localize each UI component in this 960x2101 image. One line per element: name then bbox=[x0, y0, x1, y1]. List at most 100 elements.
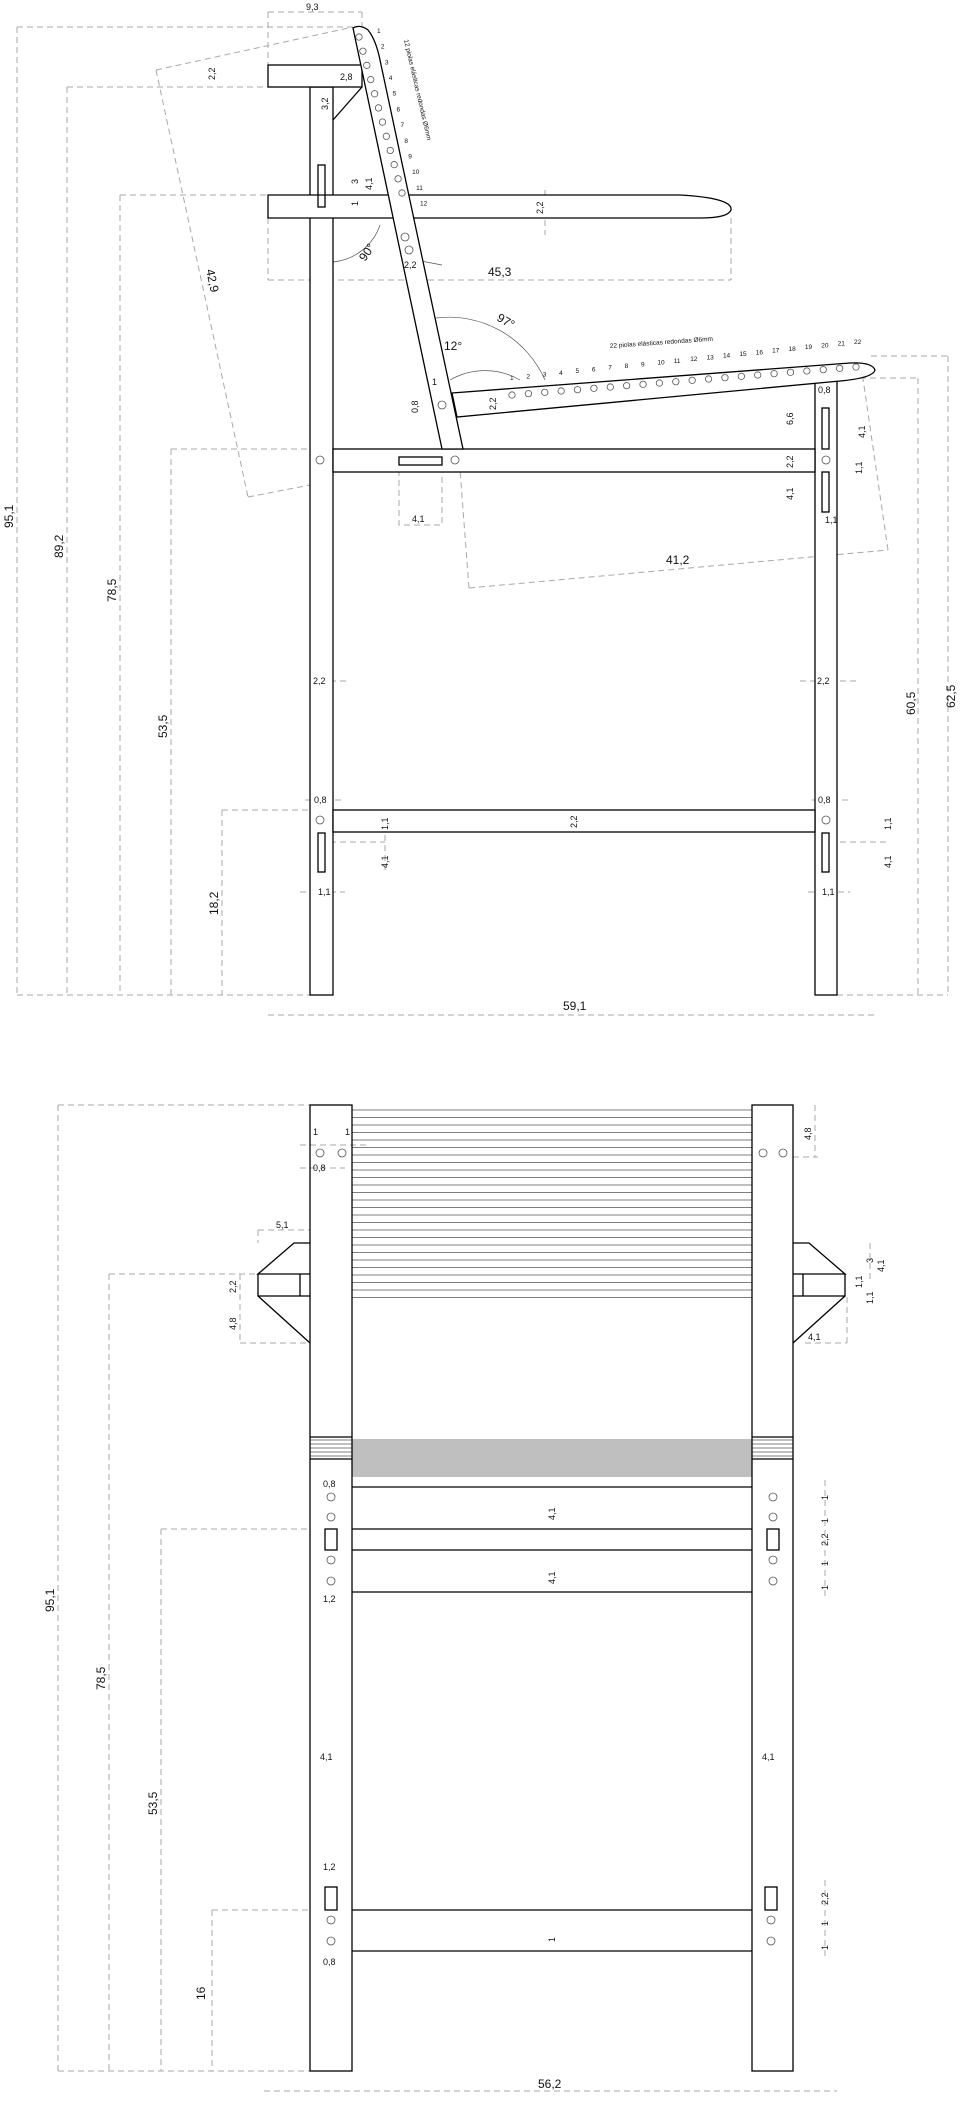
dim-label: 42,9 bbox=[203, 268, 222, 294]
lower-rail bbox=[332, 809, 816, 833]
slot bbox=[764, 1886, 778, 1911]
cord-hole bbox=[639, 380, 647, 388]
cord-hole bbox=[672, 378, 680, 386]
cord-number: 22 bbox=[854, 339, 862, 346]
dim-label: 4,1 bbox=[547, 1507, 557, 1520]
dim-label: 2,2 bbox=[207, 67, 217, 80]
dim-label: 1,1 bbox=[822, 887, 835, 897]
cord-number: 2 bbox=[526, 373, 530, 380]
dim-label: 53,5 bbox=[146, 1791, 160, 1815]
dim-label: 95,1 bbox=[43, 1588, 57, 1612]
dim-label: 1,1 bbox=[854, 461, 864, 474]
cord-hole bbox=[363, 61, 371, 69]
cord-number: 13 bbox=[707, 354, 715, 361]
cord-hole bbox=[371, 90, 379, 98]
cord-hole bbox=[655, 379, 664, 387]
armrest bbox=[267, 194, 732, 219]
dim-label: 78,5 bbox=[105, 578, 119, 602]
dim-label: 5,1 bbox=[276, 1220, 289, 1230]
cord-number: 10 bbox=[412, 169, 420, 176]
right-post bbox=[751, 1104, 794, 2072]
cord-number: 8 bbox=[625, 363, 629, 370]
cord-hole bbox=[557, 387, 565, 395]
dim-label: 1,1 bbox=[854, 1275, 864, 1288]
dim-label: 6,6 bbox=[785, 412, 795, 425]
dim-label: 2,2 bbox=[569, 815, 579, 828]
cord-number: 21 bbox=[838, 341, 846, 348]
chair-side-parts bbox=[267, 25, 876, 996]
dim-label: 3 bbox=[350, 179, 360, 184]
cord-hole bbox=[378, 118, 387, 126]
cord-hole bbox=[374, 104, 383, 112]
cord-hole bbox=[359, 47, 367, 55]
cord-number: 7 bbox=[608, 365, 612, 372]
slot bbox=[324, 1528, 338, 1551]
front-view: 1 1 0,8 4,8 5,1 2,2 4,8 3 4,1 1,1 1,1 4,… bbox=[43, 1104, 886, 2092]
dim-label: 16 bbox=[194, 1986, 208, 2000]
cord-number: 11 bbox=[674, 358, 681, 365]
dim-label: 4,1 bbox=[876, 1259, 886, 1272]
cord-number: 12 bbox=[420, 201, 428, 208]
cord-hole bbox=[836, 364, 844, 372]
cord-hole bbox=[382, 132, 390, 140]
dim-label: 0,8 bbox=[323, 1479, 336, 1489]
dim-label: 4,1 bbox=[857, 425, 867, 438]
cord-hole bbox=[390, 161, 398, 169]
dimension-lines bbox=[16, 11, 949, 1016]
dimension-lines bbox=[57, 1104, 871, 2092]
dim-label: 1 bbox=[313, 1127, 318, 1137]
dim-label: 0,8 bbox=[410, 400, 420, 413]
seat-cord-holes bbox=[508, 363, 860, 399]
dim-label: 1,1 bbox=[825, 515, 838, 525]
dim-label: 0,8 bbox=[818, 385, 831, 395]
dim-label: 1,1 bbox=[865, 1291, 875, 1304]
dim-label: 4,1 bbox=[547, 1571, 557, 1584]
dim-label: 18,2 bbox=[207, 891, 221, 915]
dimension-labels: 1 1 0,8 4,8 5,1 2,2 4,8 3 4,1 1,1 1,1 4,… bbox=[43, 1127, 886, 2091]
cord-number: 3 bbox=[543, 372, 547, 379]
dim-label: 4,1 bbox=[320, 1752, 333, 1762]
dim-label: 1 bbox=[820, 1921, 830, 1926]
cord-hole bbox=[754, 371, 762, 379]
slot bbox=[398, 456, 443, 466]
slot bbox=[317, 832, 326, 873]
dim-label: 0,8 bbox=[314, 795, 327, 805]
cord-number: 20 bbox=[821, 342, 829, 349]
cord-number: 7 bbox=[400, 122, 404, 129]
cord-number: 5 bbox=[576, 368, 580, 375]
dim-label: 4,1 bbox=[380, 855, 390, 868]
cord-hole bbox=[590, 384, 598, 392]
chair-front-parts bbox=[256, 1104, 847, 2072]
dim-label: 1,1 bbox=[883, 817, 893, 830]
cord-hole bbox=[573, 386, 582, 394]
cord-number: 12 bbox=[690, 356, 698, 363]
dim-label: 1 bbox=[820, 1561, 830, 1566]
dim-label: 53,5 bbox=[156, 714, 170, 738]
dim-label: 1 bbox=[820, 1585, 830, 1590]
dim-label: 3,2 bbox=[320, 97, 330, 110]
cord-number: 6 bbox=[397, 106, 401, 113]
dim-label: 1 bbox=[350, 201, 360, 206]
dim-label: 1 bbox=[547, 1937, 557, 1942]
cord-number: 14 bbox=[723, 353, 731, 360]
dim-label: 4,1 bbox=[883, 855, 893, 868]
cord-hole bbox=[852, 363, 860, 371]
angle-label: 97° bbox=[495, 310, 518, 331]
dim-label: 41,2 bbox=[666, 553, 690, 567]
slot bbox=[821, 832, 830, 873]
dim-label: 89,2 bbox=[52, 534, 66, 558]
dimension-labels: 9,3 2,2 2,8 3,2 3 4,1 1 2,2 90° 2,2 45,3… bbox=[2, 2, 958, 1013]
cord-number: 9 bbox=[641, 361, 645, 368]
cord-number: 16 bbox=[756, 349, 764, 356]
dim-label: 2,2 bbox=[313, 676, 326, 686]
dim-label: 0,8 bbox=[313, 1163, 326, 1173]
seat-cords bbox=[310, 1439, 793, 1477]
holes bbox=[315, 1148, 788, 1946]
dim-label: 4,8 bbox=[803, 1127, 813, 1140]
cord-number: 18 bbox=[788, 346, 796, 353]
cord-number: 5 bbox=[393, 91, 397, 98]
cord-number: 10 bbox=[657, 360, 665, 367]
dim-label: 1,2 bbox=[323, 1862, 336, 1872]
backrest-cords bbox=[352, 1109, 752, 1298]
cord-number: 19 bbox=[805, 344, 813, 351]
